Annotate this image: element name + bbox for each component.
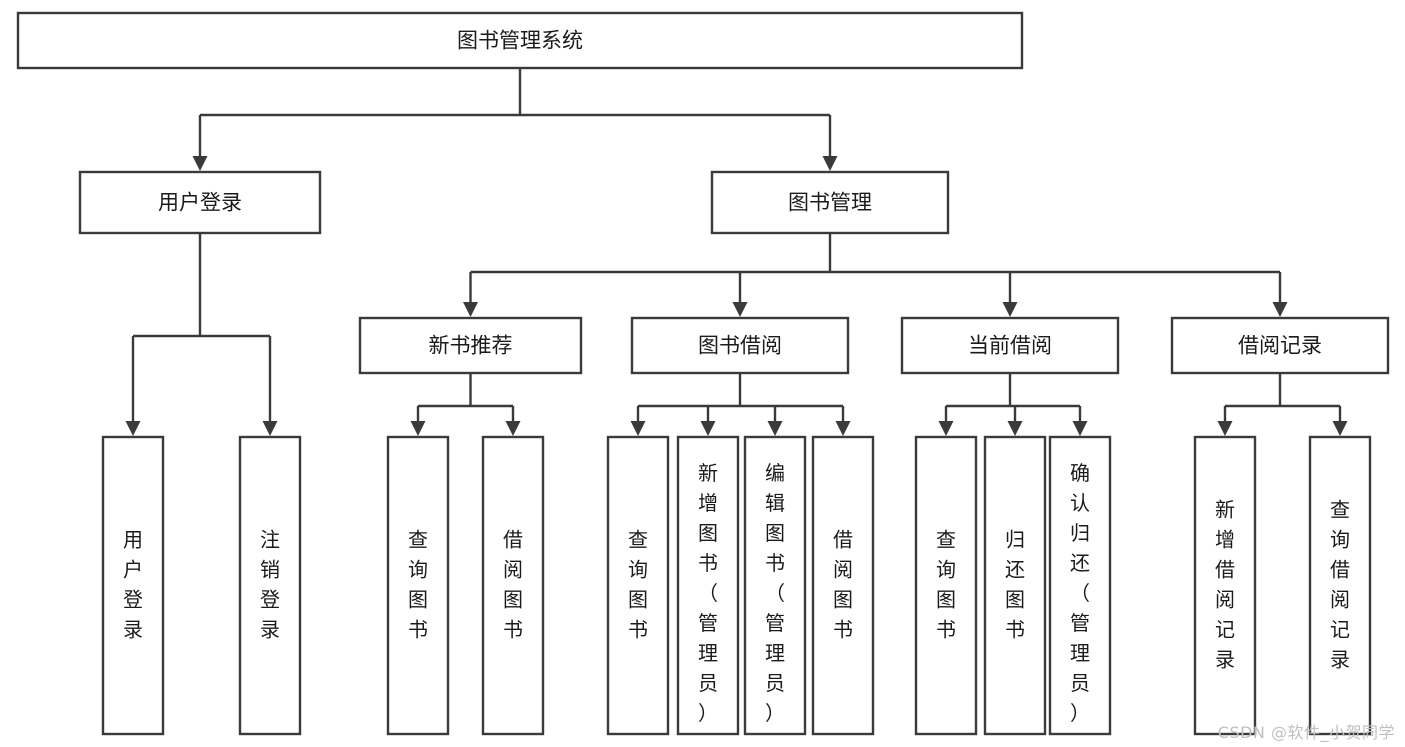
node-leaf-user-logout[interactable]: 注销登录 [238, 435, 302, 736]
connector-group-borrow [630, 373, 851, 436]
node-leaf-borrow-query[interactable]: 查询图书 [606, 435, 670, 736]
node-layer: 图书管理系统用户登录图书管理新书推荐图书借阅当前借阅借阅记录用户登录注销登录查询… [16, 11, 1390, 736]
connector-group-current [938, 373, 1088, 436]
node-label: 查询图书 [628, 527, 648, 641]
node-box[interactable] [710, 170, 950, 235]
arrow-head [1072, 421, 1088, 436]
node-box[interactable] [78, 170, 322, 235]
arrow-head [1272, 302, 1288, 317]
node-borrow[interactable]: 图书借阅 [630, 316, 850, 375]
node-label: 归还图书 [1005, 527, 1025, 641]
node-label: 图书管理 [788, 191, 872, 215]
node-leaf-user-login[interactable]: 用户登录 [101, 435, 165, 736]
node-label: 用户登录 [123, 527, 143, 641]
node-box[interactable] [811, 435, 875, 736]
node-box[interactable] [481, 435, 545, 736]
node-box[interactable] [606, 435, 670, 736]
arrow-head [505, 421, 521, 436]
node-label: 查询借阅记录 [1330, 497, 1350, 671]
node-label: 当前借阅 [968, 334, 1052, 358]
node-label: 图书借阅 [698, 334, 782, 358]
connector-group-login [125, 233, 278, 436]
node-box[interactable] [676, 435, 740, 736]
node-box[interactable] [1170, 316, 1390, 375]
arrow-head [1007, 421, 1023, 436]
arrow-head [630, 421, 646, 436]
node-box[interactable] [101, 435, 165, 736]
node-label: 查询图书 [408, 527, 428, 641]
node-box[interactable] [900, 316, 1120, 375]
node-label: 新增借阅记录 [1215, 497, 1235, 671]
node-label: 新增图书（管理员） [698, 461, 718, 725]
node-newbook[interactable]: 新书推荐 [358, 316, 583, 375]
connector-layer [125, 68, 1348, 436]
node-label: 借阅记录 [1238, 334, 1322, 358]
connector-group-newbook [410, 373, 521, 436]
node-box[interactable] [1308, 435, 1372, 736]
node-root[interactable]: 图书管理系统 [16, 11, 1024, 70]
node-label: 查询图书 [936, 527, 956, 641]
connector-group-record [1217, 373, 1348, 436]
connector-group-root [192, 68, 838, 171]
node-leaf-record-query[interactable]: 查询借阅记录 [1308, 435, 1372, 736]
node-login[interactable]: 用户登录 [78, 170, 322, 235]
node-leaf-borrow-add[interactable]: 新增图书（管理员） [676, 435, 740, 736]
node-box[interactable] [983, 435, 1047, 736]
arrow-head [192, 156, 208, 171]
arrow-head [410, 421, 426, 436]
node-leaf-current-confirm[interactable]: 确认归还（管理员） [1048, 435, 1112, 736]
arrow-head [262, 421, 278, 436]
node-label: 注销登录 [260, 527, 280, 641]
arrow-head [125, 421, 141, 436]
node-box[interactable] [743, 435, 807, 736]
node-leaf-new-borrow[interactable]: 借阅图书 [481, 435, 545, 736]
arrow-head [1217, 421, 1233, 436]
node-box[interactable] [238, 435, 302, 736]
node-current[interactable]: 当前借阅 [900, 316, 1120, 375]
node-label: 新书推荐 [429, 334, 513, 358]
node-label: 借阅图书 [503, 527, 523, 641]
node-label: 图书管理系统 [457, 29, 583, 53]
node-box[interactable] [386, 435, 450, 736]
node-box[interactable] [1193, 435, 1257, 736]
connector-group-bookmgmt [463, 233, 1288, 317]
arrow-head [767, 421, 783, 436]
arrow-head [822, 156, 838, 171]
csdn-watermark: CSDN @软件_小贺同学 [1217, 723, 1395, 742]
arrow-head [1002, 302, 1018, 317]
arrow-head [938, 421, 954, 436]
node-box[interactable] [16, 11, 1024, 70]
arrow-head [1332, 421, 1348, 436]
node-bookmgmt[interactable]: 图书管理 [710, 170, 950, 235]
node-label: 用户登录 [158, 191, 242, 215]
node-record[interactable]: 借阅记录 [1170, 316, 1390, 375]
node-leaf-current-return[interactable]: 归还图书 [983, 435, 1047, 736]
arrow-head [835, 421, 851, 436]
arrow-head [463, 302, 478, 317]
node-leaf-borrow-edit[interactable]: 编辑图书（管理员） [743, 435, 807, 736]
node-label: 编辑图书（管理员） [765, 461, 785, 725]
node-leaf-borrow-lend[interactable]: 借阅图书 [811, 435, 875, 736]
arrow-head [732, 302, 748, 317]
node-leaf-current-query[interactable]: 查询图书 [914, 435, 978, 736]
node-leaf-record-add[interactable]: 新增借阅记录 [1193, 435, 1257, 736]
arrow-head [700, 421, 716, 436]
node-box[interactable] [358, 316, 583, 375]
node-leaf-new-query[interactable]: 查询图书 [386, 435, 450, 736]
node-box[interactable] [1048, 435, 1112, 736]
node-label: 确认归还（管理员） [1070, 461, 1090, 725]
node-label: 借阅图书 [833, 527, 853, 641]
node-box[interactable] [630, 316, 850, 375]
node-box[interactable] [914, 435, 978, 736]
